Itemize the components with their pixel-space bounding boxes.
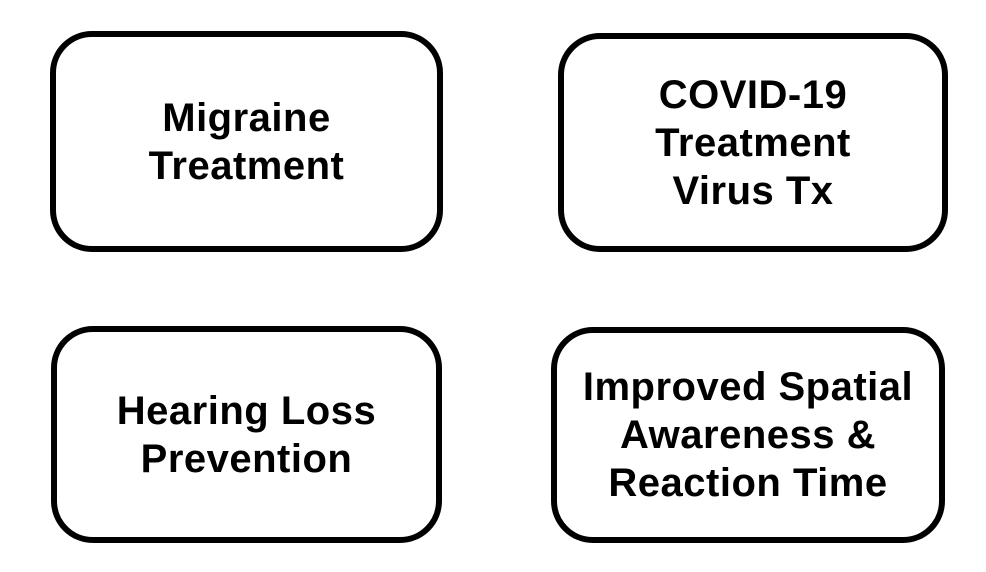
node-label-line: Improved Spatial	[582, 365, 914, 409]
node-covid19-treatment-virus-tx[interactable]: COVID-19 Treatment Virus Tx	[558, 33, 948, 252]
node-label-line: Treatment	[655, 120, 851, 165]
node-improved-spatial-awareness-reaction-time[interactable]: Improved Spatial Awareness & Reaction Ti…	[551, 327, 945, 543]
node-label: Hearing Loss Prevention	[117, 387, 376, 483]
node-label-line: Migraine	[162, 95, 331, 140]
node-label: COVID-19 Treatment Virus Tx	[655, 71, 851, 215]
node-label-line: Reaction Time	[608, 461, 888, 505]
node-label-line: Awareness &	[619, 413, 876, 457]
node-label-line: COVID-19	[658, 72, 848, 117]
node-label: Improved Spatial Awareness & Reaction Ti…	[583, 363, 913, 507]
node-label: Migraine Treatment	[149, 94, 345, 190]
node-label-line: Treatment	[148, 143, 345, 188]
node-hearing-loss-prevention[interactable]: Hearing Loss Prevention	[51, 326, 442, 543]
node-label-line: Prevention	[140, 436, 353, 481]
node-label-line: Hearing Loss	[116, 388, 377, 433]
node-label-line: Virus Tx	[672, 168, 834, 213]
node-migraine-treatment[interactable]: Migraine Treatment	[50, 31, 443, 252]
